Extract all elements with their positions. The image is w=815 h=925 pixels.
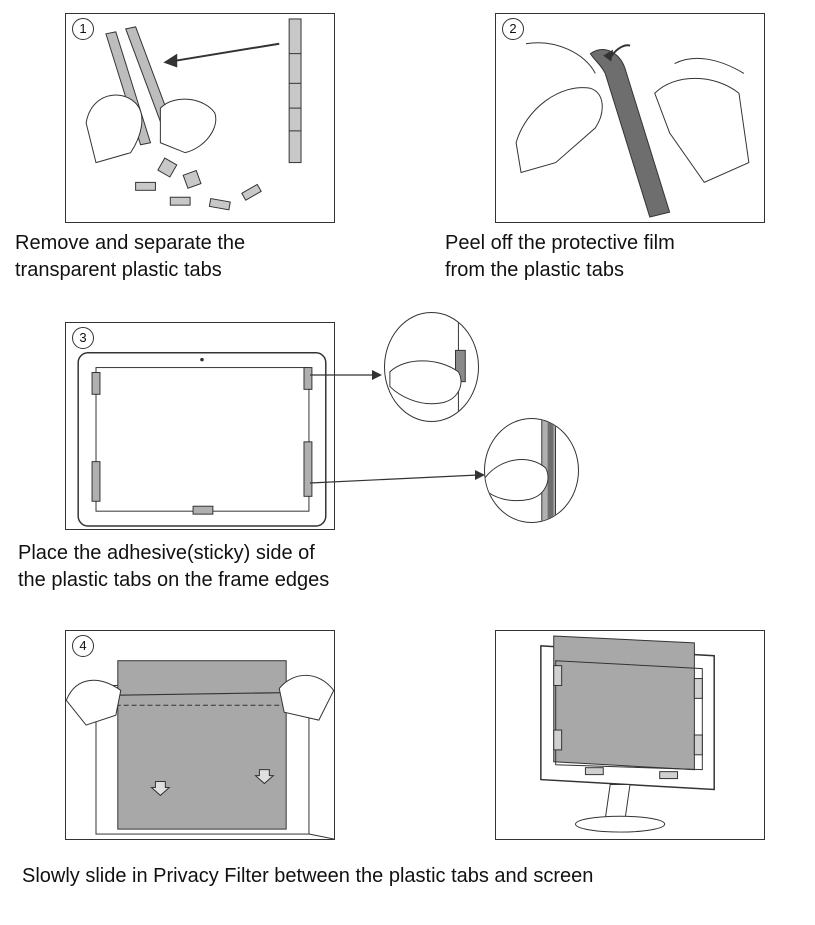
step-4-caption: Slowly slide in Privacy Filter between t… <box>22 865 594 887</box>
hand-icon <box>389 360 462 405</box>
arrow-icon <box>603 49 614 62</box>
circled-number-icon: 2 <box>502 18 524 40</box>
step-4-drawing <box>66 660 334 839</box>
arrow-icon <box>163 53 178 68</box>
step-2-drawing <box>515 42 750 218</box>
hand-icon <box>515 87 603 174</box>
step-3-caption: Place the adhesive(sticky) side of the p… <box>18 540 329 594</box>
hand-icon <box>66 679 122 726</box>
step-3-illustration: 3 <box>65 322 335 530</box>
step-2-caption: Peel off the protective film from the pl… <box>445 230 675 284</box>
step-1-caption-line2: transparent plastic tabs <box>15 259 222 281</box>
step-1-caption-line1: Remove and separate the <box>15 232 246 254</box>
circled-number-icon: 1 <box>72 18 94 40</box>
step-2-illustration: 2 <box>495 13 765 223</box>
detail-magnifier-bottom <box>484 418 579 523</box>
step-4-illustration: 4 <box>65 630 335 840</box>
step-3-drawing <box>77 351 327 527</box>
step-2-caption-line1: Peel off the protective film <box>445 232 675 254</box>
circled-number-icon: 4 <box>72 635 94 657</box>
step-1-caption: Remove and separate the transparent plas… <box>15 230 245 284</box>
step-1-illustration: 1 <box>65 13 335 223</box>
step-2-caption-line2: from the plastic tabs <box>445 259 624 281</box>
hand-icon <box>85 94 143 164</box>
monitor-drawing <box>540 635 715 833</box>
step-1-drawing <box>85 18 302 211</box>
detail-magnifier-top <box>384 312 479 422</box>
step-3-caption-line1: Place the adhesive(sticky) side of <box>18 542 315 564</box>
arrow-icon <box>372 370 382 380</box>
step-3-caption-line2: the plastic tabs on the frame edges <box>18 569 330 591</box>
circled-number-icon: 3 <box>72 327 94 349</box>
monitor-final-illustration <box>495 630 765 840</box>
